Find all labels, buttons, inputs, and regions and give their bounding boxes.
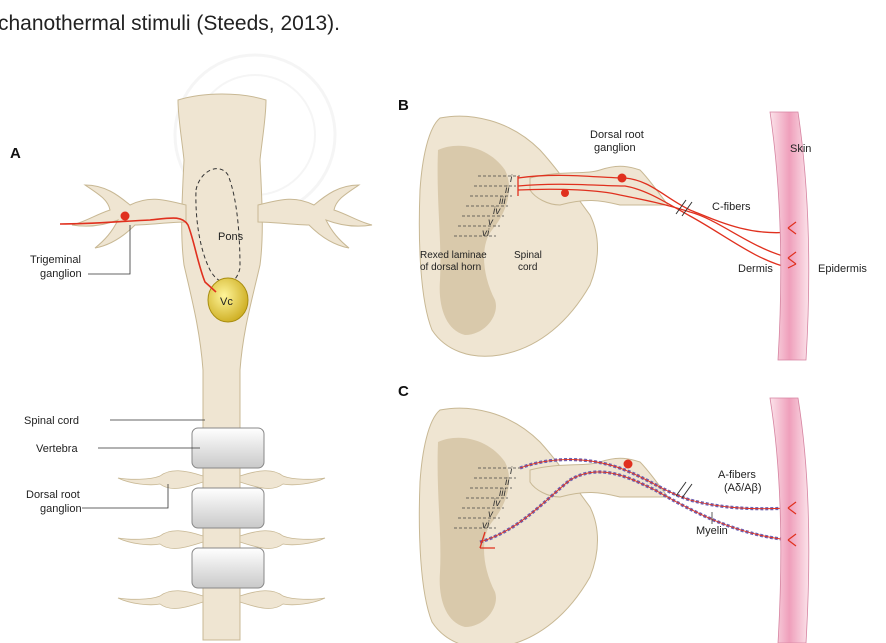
spinal-cord-label: Spinal cord xyxy=(24,415,79,427)
vertebra-label: Vertebra xyxy=(36,443,78,455)
panel-c-letter: C xyxy=(398,383,409,400)
drg-leader-a xyxy=(82,484,168,508)
spinal-nerves-left xyxy=(118,471,203,609)
drg-cell-b-2 xyxy=(561,189,569,197)
lamina-c-ii: ii xyxy=(505,477,510,488)
vertebra-2 xyxy=(192,488,264,528)
panel-b-letter: B xyxy=(398,97,409,114)
panel-b: B i ii iii iv v vi xyxy=(398,97,867,360)
drg-label-b-2: ganglion xyxy=(594,142,636,154)
vertebra-3 xyxy=(192,548,264,588)
a-fibers-label-1: A-fibers xyxy=(718,469,756,481)
trigeminal-ganglion-label-2: ganglion xyxy=(40,268,82,280)
drg-label-b-1: Dorsal root xyxy=(590,129,644,141)
spinal-cord-label-b-2: cord xyxy=(518,262,537,273)
spinal-cord-label-b-1: Spinal xyxy=(514,250,542,261)
drg-cell-c xyxy=(624,460,633,469)
skin-label: Skin xyxy=(790,143,811,155)
drg-label-a-1: Dorsal root xyxy=(26,489,80,501)
panel-c: C i ii iii iv v vi xyxy=(398,383,809,643)
rexed-label-2: of dorsal horn xyxy=(420,262,481,273)
trigeminal-ganglion-cell xyxy=(121,212,130,221)
lamina-c-vi: vi xyxy=(482,520,490,531)
lamina-c-iv: iv xyxy=(493,498,501,509)
myelin-label: Myelin xyxy=(696,525,728,537)
skin-strip-c xyxy=(770,398,809,643)
trigeminal-ganglion-label-1: Trigeminal xyxy=(30,254,81,266)
lamina-b-ii: ii xyxy=(505,185,510,196)
c-fibers-label: C-fibers xyxy=(712,201,751,213)
right-trigeminal-nerve xyxy=(258,185,372,248)
vertebra-1 xyxy=(192,428,264,468)
a-fibers-label-2: (Aδ/Aβ) xyxy=(724,482,762,494)
epidermis-label: Epidermis xyxy=(818,263,867,275)
dermis-label: Dermis xyxy=(738,263,773,275)
vc-label: Vc xyxy=(220,296,233,308)
drg-cell-b-1 xyxy=(618,174,627,183)
rexed-label-1: Rexed laminae xyxy=(420,250,487,261)
lamina-b-iv: iv xyxy=(493,206,501,217)
panel-a-letter: A xyxy=(10,145,21,162)
lamina-b-vi: vi xyxy=(482,228,490,239)
drg-label-a-2: ganglion xyxy=(40,503,82,515)
pons-label: Pons xyxy=(218,231,244,243)
panel-a: A Vc Pons Trigeminal ganglion xyxy=(10,94,372,640)
